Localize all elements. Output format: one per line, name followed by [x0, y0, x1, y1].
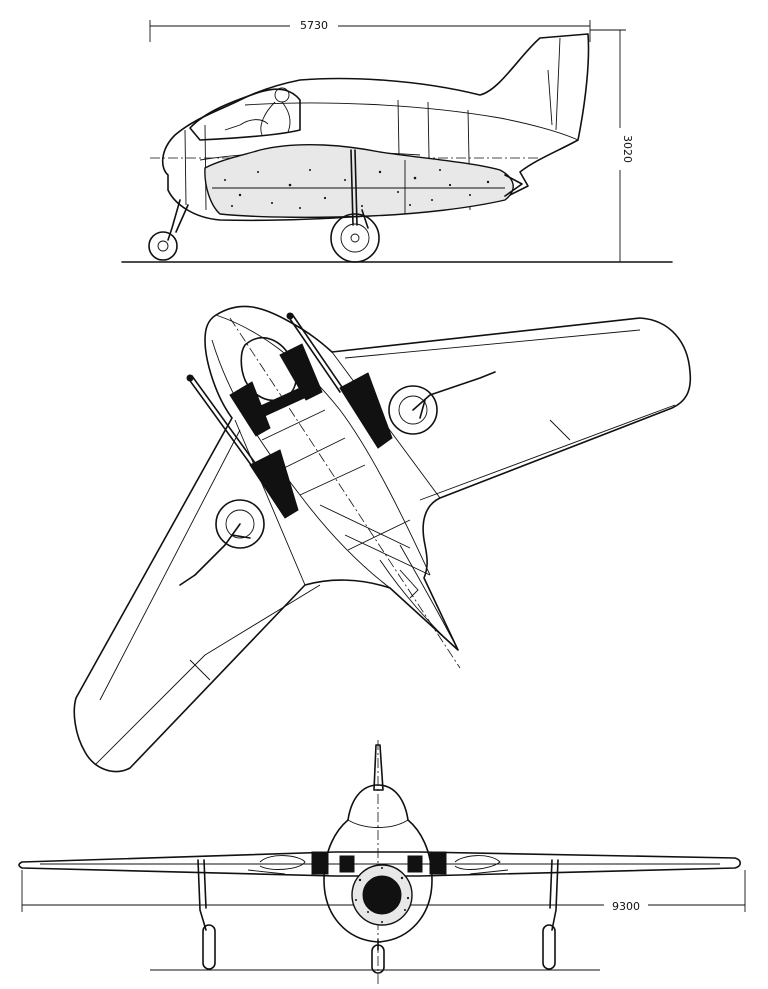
plan-wing-outline — [73, 305, 692, 773]
side-canopy — [189, 88, 301, 141]
side-engine-nacelle — [204, 143, 514, 219]
front-gun-blocks — [311, 851, 447, 875]
front-nose-gear — [371, 939, 385, 974]
side-fuselage — [161, 33, 590, 222]
plan-right-gear — [388, 371, 496, 435]
side-nozzle — [504, 174, 523, 197]
side-engine-speckle — [224, 169, 490, 209]
front-left-gear — [197, 859, 216, 970]
side-view: 5730 3020 — [121, 18, 673, 263]
side-nose-gear — [148, 199, 189, 261]
plan-gun-pods — [186, 312, 393, 519]
height-dimension-label: 3020 — [621, 135, 634, 163]
pilot-figure — [224, 87, 291, 136]
plan-view — [73, 305, 692, 773]
plan-center-line — [229, 317, 461, 669]
front-view: 9300 — [18, 740, 746, 985]
side-main-gear — [330, 149, 380, 263]
length-dimension: 5730 — [149, 18, 591, 42]
front-wing — [18, 851, 742, 877]
height-dimension: 3020 — [590, 29, 634, 263]
front-right-gear — [542, 859, 559, 970]
front-fin — [373, 744, 384, 791]
span-dimension-label: 9300 — [612, 900, 640, 913]
length-dimension-label: 5730 — [300, 19, 328, 32]
plan-left-gear — [179, 499, 265, 586]
